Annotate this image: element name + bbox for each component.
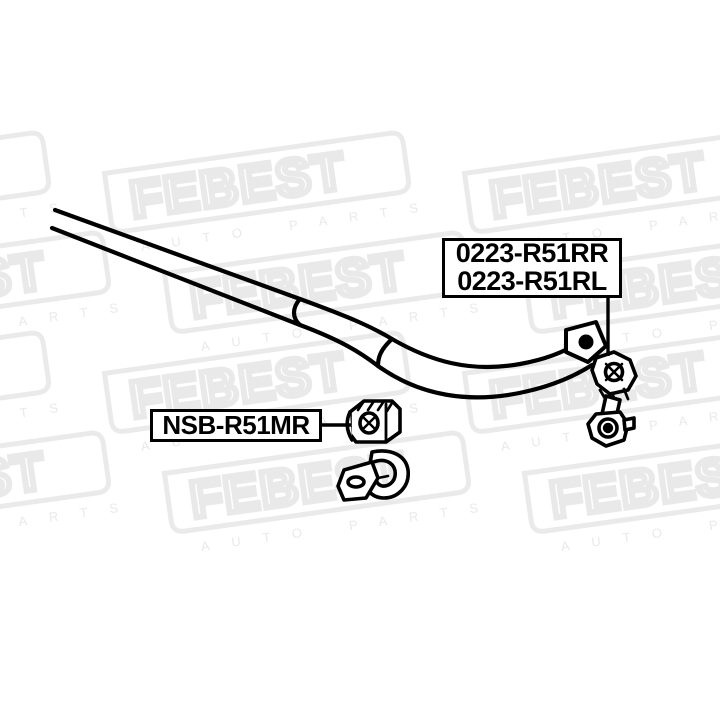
bushing-bracket (336, 449, 410, 502)
stabilizer-link (586, 350, 638, 448)
part-number-0223-R51RL: 0223-R51RL (457, 266, 607, 296)
part-number-0223-R51RR: 0223-R51RR (455, 238, 609, 269)
part-label-stabilizer-link[interactable]: 0223-R51RR 0223-R51RL (442, 238, 622, 298)
part-label-stabilizer-bushing[interactable]: NSB-R51MR (150, 409, 322, 442)
stabilizer-bar-end-eye (564, 320, 608, 364)
part-number-NSB-R51MR: NSB-R51MR (162, 410, 310, 441)
stabilizer-bushing (345, 399, 402, 444)
leader-lines (322, 297, 610, 427)
stabilizer-bar (49, 207, 595, 400)
